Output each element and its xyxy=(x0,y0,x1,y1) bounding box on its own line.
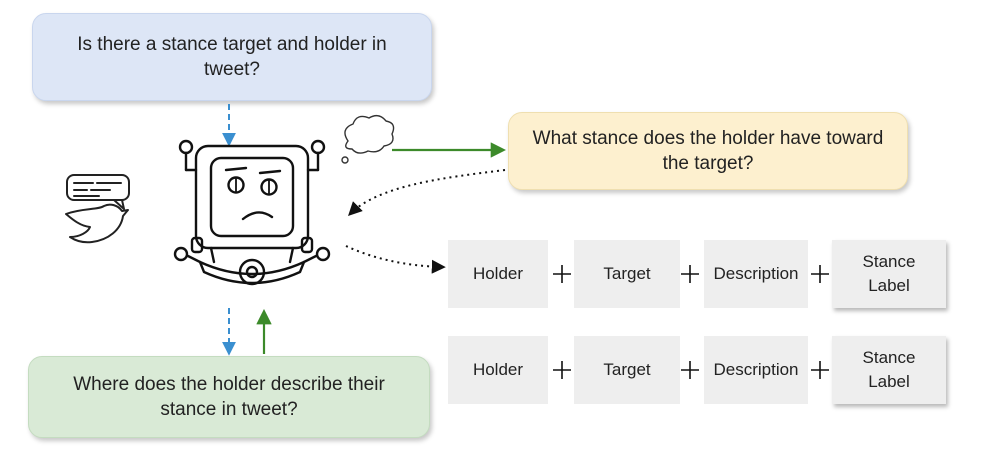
holder-cell: Holder xyxy=(448,240,548,308)
target-label: Target xyxy=(603,264,651,283)
question-stance-text: What stance does the holder have toward … xyxy=(532,128,884,174)
holder-cell: Holder xyxy=(448,336,548,404)
plus-icon xyxy=(811,265,829,283)
question-description: Where does the holder describe their sta… xyxy=(28,356,430,438)
description-cell: Description xyxy=(704,336,808,404)
thought-bubble-icon xyxy=(341,114,395,164)
question-holder-target-text: Is there a stance target and holder in t… xyxy=(77,34,387,80)
stance-label-line2: Label xyxy=(868,276,910,295)
target-label: Target xyxy=(603,360,651,379)
description-label: Description xyxy=(713,264,799,283)
holder-label: Holder xyxy=(472,360,524,379)
target-cell: Target xyxy=(574,336,680,404)
question-stance: What stance does the holder have toward … xyxy=(508,112,908,190)
plus-icon xyxy=(681,361,699,379)
plus-icon xyxy=(553,361,571,379)
arrow-robot-to-rows xyxy=(345,245,446,274)
description-cell: Description xyxy=(704,240,808,308)
stance-label-line2: Label xyxy=(868,372,910,391)
question-description-text: Where does the holder describe their sta… xyxy=(73,374,385,420)
stance-label-line1: Stance xyxy=(862,252,916,271)
target-cell: Target xyxy=(574,240,680,308)
description-label: Description xyxy=(713,360,799,379)
holder-label: Holder xyxy=(472,264,524,283)
plus-icon xyxy=(553,265,571,283)
tweet-bird-icon xyxy=(65,174,130,244)
robot-icon xyxy=(173,139,331,286)
plus-icon xyxy=(681,265,699,283)
stance-label-line1: Stance xyxy=(862,348,916,367)
plus-icon xyxy=(811,361,829,379)
question-holder-target: Is there a stance target and holder in t… xyxy=(32,13,432,101)
arrow-right-to-robot xyxy=(348,169,506,216)
